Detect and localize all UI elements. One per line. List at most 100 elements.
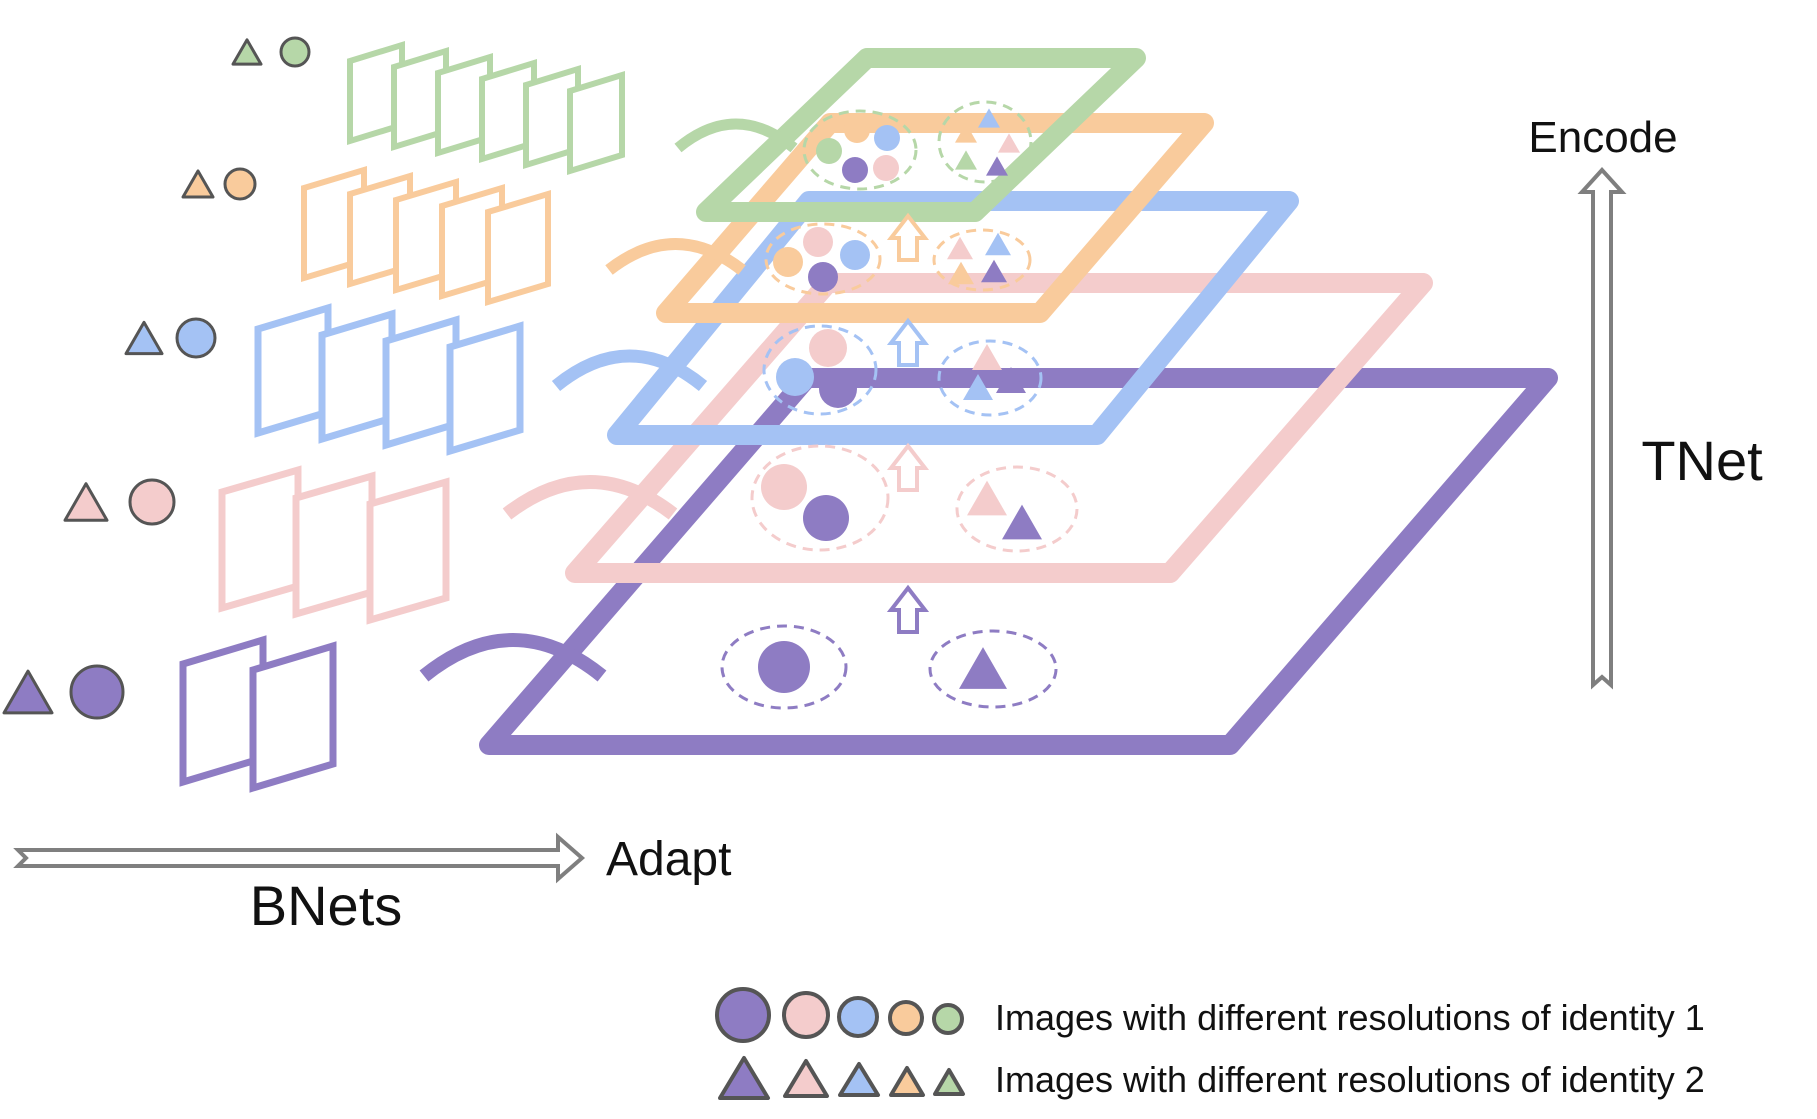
legend-circle-purple [715,987,771,1043]
identity1-circle [761,464,807,510]
level-circle-green [279,36,311,68]
identity1-circle [842,157,868,183]
cluster-ellipse-identity2 [932,228,1032,292]
identity2-triangle [959,647,1007,689]
identity1-circle [873,155,899,181]
identity1-circle [773,247,803,277]
legend-triangle-orange [889,1066,925,1097]
identity2-triangle [986,156,1008,176]
bnet-frame-blue [254,303,332,438]
cluster-ellipse-identity1 [802,109,918,191]
identity1-circle [819,370,857,408]
legend-identity1-text: Images with different resolutions of ide… [995,997,1705,1038]
adapt-label: Adapt [606,833,731,886]
identity2-triangle [963,373,993,401]
identity2-triangle [985,232,1011,256]
legend-circle-blue [837,996,879,1038]
bnets-label: BNets [250,874,403,937]
bnet-frame-pink [292,471,376,619]
up-arrow-icon [886,317,930,367]
up-arrow-icon [886,212,930,262]
adapt-arrow-icon [13,832,586,884]
identity1-circle [803,227,833,257]
plane-blue [607,191,1299,445]
identity2-triangle [998,133,1020,153]
tnet-label: TNet [1641,429,1763,492]
bnet-frame-blue [382,315,460,450]
cluster-ellipse-identity2 [937,100,1033,184]
adapt-connectors [419,118,798,682]
identity2-triangle [948,261,974,285]
resolution-planes [479,48,1558,755]
identity1-circle [874,125,900,151]
cluster-ellipse-identity1 [720,624,848,710]
level-circle-pink [128,478,176,526]
identity1-circle [803,495,849,541]
bnet-frame-pink [366,477,450,625]
cluster-ellipse-identity1 [750,444,890,552]
identity2-triangle [1002,504,1042,540]
legend-triangle-green [933,1068,965,1096]
identity2-triangle [978,108,1000,128]
bnet-frame-green [567,70,625,176]
adapt-arc-pink [502,475,678,520]
cluster-ellipse-identity1 [764,222,882,296]
up-arrow-icon [886,442,930,492]
plane-orange [656,113,1214,323]
legend-circle-green [932,1003,964,1035]
identity2-triangle [972,343,1002,371]
identity1-circle [809,329,847,367]
identity2-triangle [947,236,973,260]
legend-identity2-text: Images with different resolutions of ide… [995,1059,1705,1100]
bnet-frame-blue [446,321,524,456]
identity2-triangle [967,480,1007,516]
level-circle-blue [175,317,217,359]
identity-clusters [720,100,1079,710]
level-circle-orange [223,167,257,201]
identity1-circle [840,240,870,270]
level-circle-purple [69,664,125,720]
legend-identity2-triangles [718,1056,965,1100]
plane-purple [479,368,1558,755]
bnet-frame-pink [218,465,302,613]
adapt-arc-green [674,118,798,153]
cluster-ellipse-identity1 [762,324,878,416]
bnet-frame-purple [249,641,337,793]
level-triangle-blue [124,320,164,356]
legend-triangle-blue [838,1062,880,1097]
legend-triangle-purple [718,1056,770,1100]
identity1-circle [808,262,838,292]
encode-arrow-icon [1577,167,1627,690]
identity1-circle [844,117,870,143]
up-arrow-icon [886,584,930,634]
plane-green [696,48,1146,222]
identity2-triangle [955,150,977,170]
identity1-circle [758,641,810,693]
level-triangle-pink [63,482,109,522]
identity2-triangle [981,259,1007,283]
cluster-ellipse-identity2 [955,465,1079,553]
legend-triangle-pink [783,1059,829,1098]
identity2-triangle [996,366,1026,394]
cluster-ellipse-identity2 [937,339,1043,417]
plane-pink [565,273,1433,583]
level-identity-icons [2,36,311,720]
adapt-arc-orange [605,238,746,275]
bnet-frame-orange [485,189,551,307]
identity1-circle [816,138,842,164]
cluster-ellipse-identity2 [928,629,1058,709]
legend: Images with different resolutions of ide… [715,987,1705,1100]
bnet-frame-blue [318,309,396,444]
level-triangle-purple [2,669,54,715]
legend-circle-orange [888,1000,924,1036]
adapt-arc-blue [551,349,708,392]
encode-label: Encode [1528,113,1677,162]
identity1-circle [776,358,814,396]
legend-circle-pink [782,991,830,1039]
level-triangle-orange [181,169,215,199]
identity2-triangle [955,123,977,143]
adapt-arc-purple [419,633,607,682]
level-triangle-green [231,38,263,66]
legend-identity1-circles [715,987,964,1043]
